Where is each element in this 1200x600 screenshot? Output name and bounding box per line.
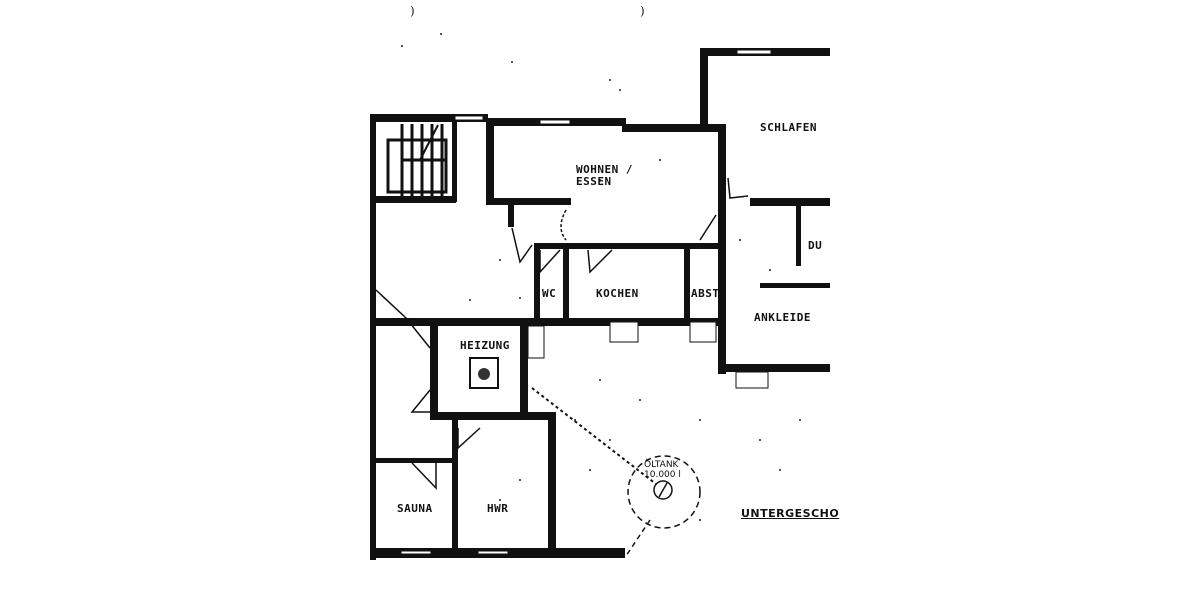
room-label-sauna: SAUNA [397,502,433,515]
staircase [386,124,448,196]
room-label-ankleide: ANKLEIDE [754,311,811,324]
door-swings [375,177,749,490]
scan-mark-left: ) [410,4,415,18]
room-label-hwr: HWR [487,502,509,515]
oil-tank-name: ÖLTANK [644,460,679,470]
room-label-du: DU [808,239,823,252]
room-label-abst: ABST [691,287,720,300]
oil-tank-label: ÖLTANK 10.000 l [644,460,681,480]
windows [400,49,772,555]
room-label-essen-line2: ESSEN [576,175,612,188]
room-label-wohnen-line1: WOHNEN / [576,163,633,176]
room-label-kochen: KOCHEN [596,287,639,300]
room-label-wc: WC [542,287,557,300]
oil-tank-capacity: 10.000 l [644,470,681,480]
level-title: UNTERGESCHO [741,507,840,520]
scan-noise [401,33,801,521]
room-label-wohnen: WOHNEN / ESSEN [576,164,633,188]
boiler [469,357,499,389]
room-label-heizung: HEIZUNG [460,339,510,352]
oil-tank-symbol [531,387,701,557]
room-label-schlafen: SCHLAFEN [760,121,817,134]
scan-mark-right: ) [640,4,645,18]
